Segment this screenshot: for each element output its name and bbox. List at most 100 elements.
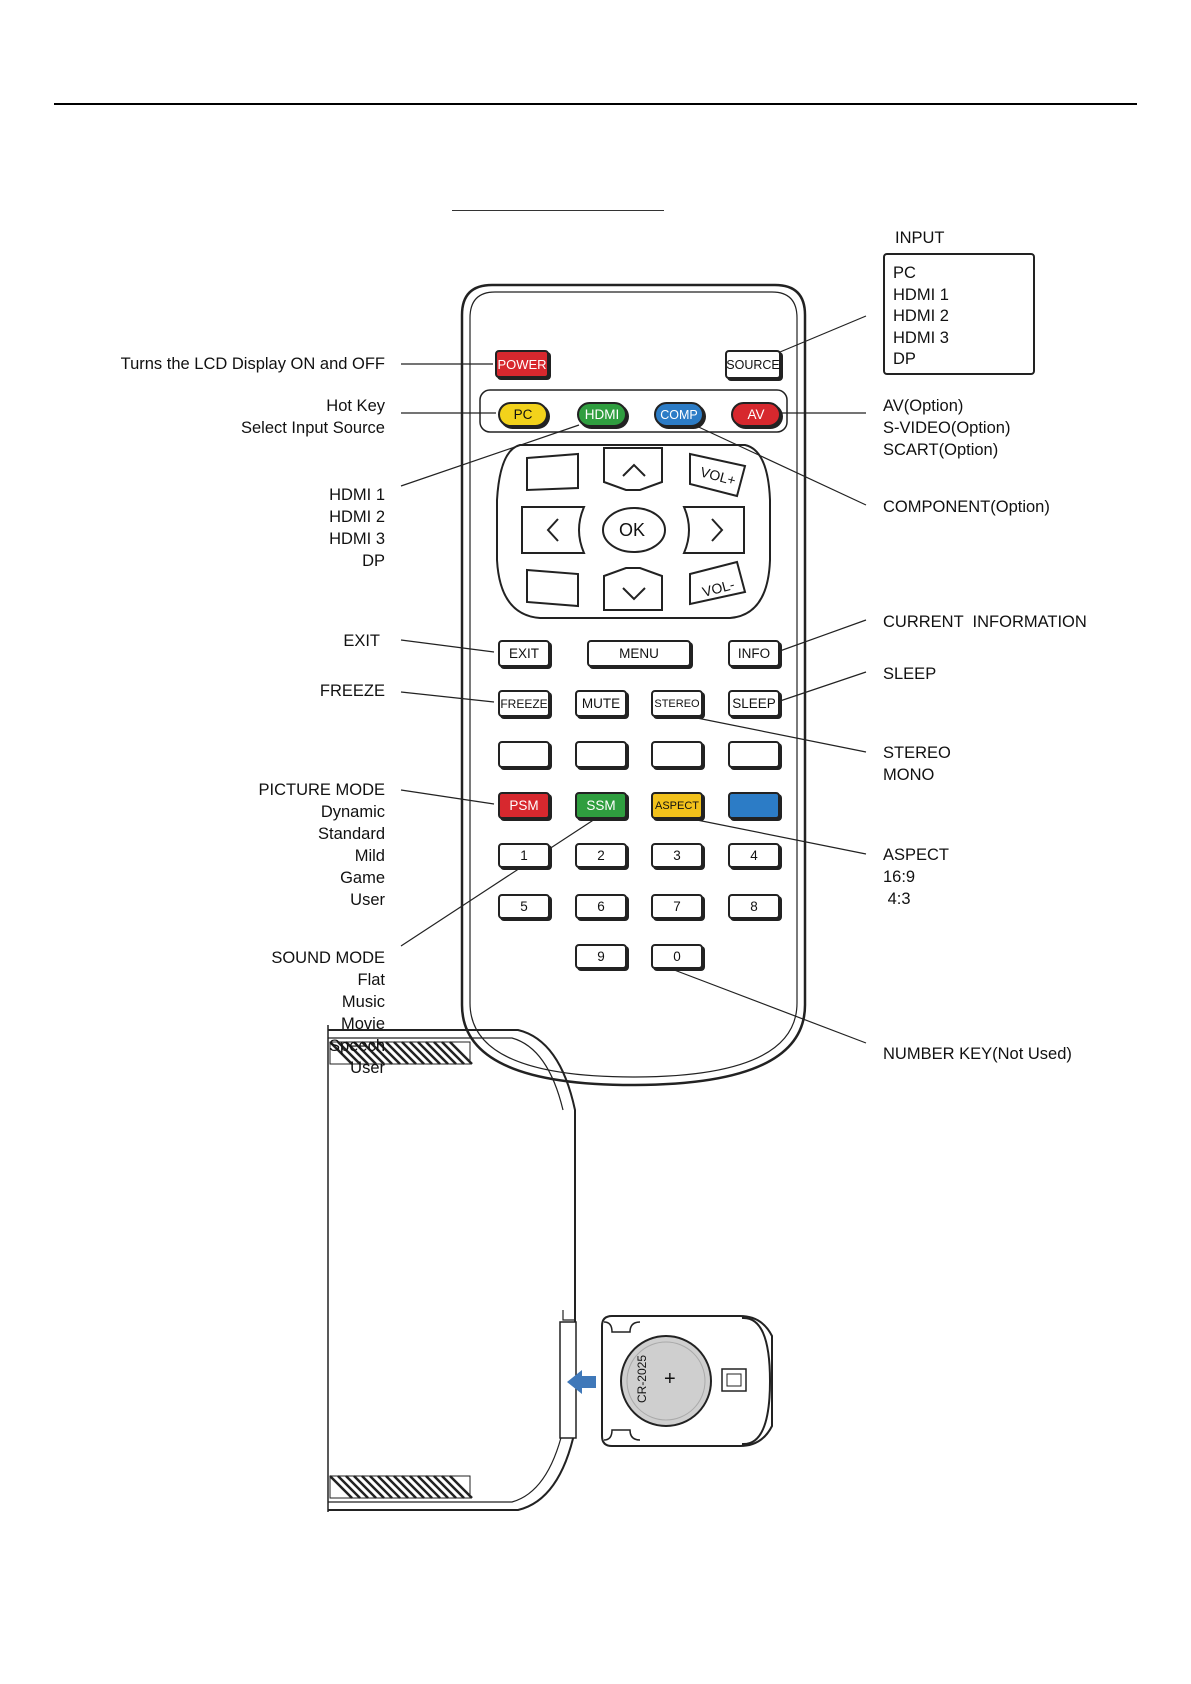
number-6-button[interactable]: 6	[575, 894, 627, 919]
nav-key-top-left	[526, 452, 579, 492]
input-item-hdmi2: HDMI 2	[893, 307, 949, 325]
leader-ssm	[400, 816, 599, 947]
number-1-button[interactable]: 1	[498, 843, 550, 868]
av-button[interactable]: AV	[731, 402, 781, 427]
up-arrow-glyph	[622, 463, 646, 477]
aspect-button[interactable]: ASPECT	[651, 792, 703, 819]
label-hotkey-title: Hot Key	[326, 397, 385, 415]
nav-pad	[496, 444, 771, 619]
label-aspect-169: 16:9	[883, 868, 916, 886]
pc-button[interactable]: PC	[498, 402, 548, 427]
label-power-description: Turns the LCD Display ON and OFF	[120, 355, 385, 373]
number-3-button[interactable]: 3	[651, 843, 703, 868]
leader-sleep	[776, 671, 867, 703]
battery-model-label: CR-2025	[635, 1354, 650, 1404]
number-7-button[interactable]: 7	[651, 894, 703, 919]
remote-tail-top	[328, 1029, 576, 1320]
hotkey-strip	[479, 389, 788, 433]
blank-button-1[interactable]	[498, 741, 550, 768]
leader-freeze	[400, 691, 495, 703]
number-0-button[interactable]: 0	[651, 944, 703, 969]
mute-button[interactable]: MUTE	[575, 690, 627, 717]
hatch-top-band	[329, 1041, 471, 1065]
input-item-dp: DP	[893, 350, 916, 368]
top-rule	[54, 103, 1137, 105]
label-picture-user: User	[350, 891, 385, 909]
label-dp: DP	[362, 552, 385, 570]
remote-tail-bottom	[328, 1320, 576, 1511]
nav-key-vol-plus	[689, 452, 747, 498]
label-hdmi-2: HDMI 2	[329, 508, 385, 526]
number-2-button[interactable]: 2	[575, 843, 627, 868]
nav-key-down	[603, 567, 663, 611]
label-picture-standard: Standard	[318, 825, 385, 843]
battery-slot	[562, 1310, 575, 1321]
leader-exit	[400, 639, 495, 653]
source-button[interactable]: SOURCE	[725, 350, 781, 379]
info-button[interactable]: INFO	[728, 640, 780, 667]
remote-tail-bottom-inner	[328, 1429, 564, 1503]
input-list-box: PC HDMI 1 HDMI 2 HDMI 3 DP	[883, 253, 1035, 375]
nav-key-left	[521, 506, 586, 554]
tray-end	[741, 1316, 772, 1446]
label-stereo: STEREO	[883, 744, 951, 762]
blank-button-3[interactable]	[651, 741, 703, 768]
leader-info	[776, 619, 867, 653]
label-picture-game: Game	[340, 869, 385, 887]
blue-button[interactable]	[728, 792, 780, 819]
battery-illustration	[327, 1025, 773, 1512]
label-picture-mild: Mild	[354, 847, 385, 865]
leader-hdmi	[400, 424, 580, 487]
remote-tail-top-inner	[328, 1037, 564, 1111]
label-mono: MONO	[883, 766, 935, 784]
ok-button[interactable]: OK	[619, 520, 646, 540]
label-sound-movie: Movie	[340, 1015, 385, 1033]
exit-button[interactable]: EXIT	[498, 640, 550, 667]
psm-button[interactable]: PSM	[498, 792, 550, 819]
input-item-pc: PC	[893, 264, 916, 282]
left-arrow-glyph	[546, 518, 559, 542]
number-4-button[interactable]: 4	[728, 843, 780, 868]
sleep-button[interactable]: SLEEP	[728, 690, 780, 717]
label-scart-option: SCART(Option)	[883, 441, 999, 459]
number-9-button[interactable]: 9	[575, 944, 627, 969]
menu-button[interactable]: MENU	[587, 640, 691, 667]
label-hotkey-subtitle: Select Input Source	[240, 419, 385, 437]
label-sound-music: Music	[341, 993, 385, 1011]
nav-key-right	[682, 506, 745, 554]
stereo-button[interactable]: STEREO	[651, 690, 703, 717]
label-input-title: INPUT	[895, 229, 945, 247]
label-sound-mode: SOUND MODE	[271, 949, 385, 967]
right-arrow-glyph	[711, 518, 724, 542]
label-exit: EXIT	[343, 632, 380, 650]
number-8-button[interactable]: 8	[728, 894, 780, 919]
leader-comp	[689, 422, 867, 506]
blank-button-4[interactable]	[728, 741, 780, 768]
battery-plus-icon: +	[664, 1368, 676, 1390]
leader-number	[668, 967, 867, 1044]
insert-arrow	[567, 1370, 596, 1394]
ssm-button[interactable]: SSM	[575, 792, 627, 819]
label-svideo-option: S-VIDEO(Option)	[883, 419, 1011, 437]
label-aspect: ASPECT	[883, 846, 950, 864]
freeze-button[interactable]: FREEZE	[498, 690, 550, 717]
input-item-hdmi1: HDMI 1	[893, 285, 949, 304]
label-aspect-43: 4:3	[883, 890, 911, 908]
comp-button[interactable]: COMP	[654, 402, 704, 427]
nav-key-up	[603, 447, 663, 491]
number-5-button[interactable]: 5	[498, 894, 550, 919]
label-hdmi-3: HDMI 3	[329, 530, 385, 548]
label-sound-speech: Speech	[329, 1037, 385, 1055]
leader-source	[779, 315, 867, 353]
label-hdmi-1: HDMI 1	[329, 486, 385, 504]
nav-key-ok-outline	[602, 507, 666, 553]
hdmi-button[interactable]: HDMI	[577, 402, 627, 427]
blank-button-2[interactable]	[575, 741, 627, 768]
label-picture-mode: PICTURE MODE	[258, 781, 385, 799]
tray-notch-top	[603, 1321, 641, 1333]
hatch-bottom	[329, 1475, 473, 1499]
label-sound-user: User	[350, 1059, 385, 1077]
label-component: COMPONENT(Option)	[883, 498, 1050, 516]
power-button[interactable]: POWER	[495, 350, 549, 378]
